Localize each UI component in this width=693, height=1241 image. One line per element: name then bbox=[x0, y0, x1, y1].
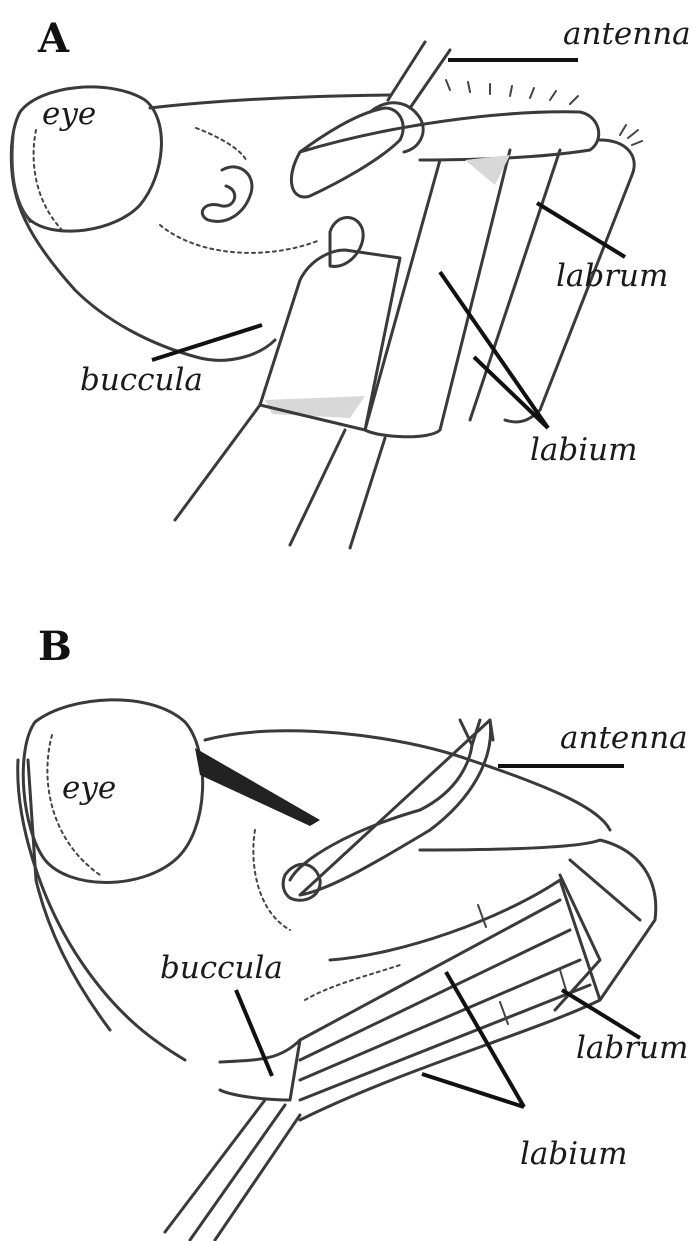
panel-b-labium-ticks bbox=[478, 905, 566, 1024]
panel-b-labium-line-2 bbox=[300, 930, 570, 1060]
panel-a-shade-2 bbox=[265, 396, 365, 418]
panel-a-antennal-socket bbox=[202, 167, 252, 221]
panel-b-label-antenna: antenna bbox=[560, 720, 688, 756]
panel-b: B bbox=[18, 623, 689, 1240]
panel-a-label-eye: eye bbox=[42, 96, 96, 132]
panel-b-label-buccula: buccula bbox=[160, 950, 283, 986]
panel-a-drawing bbox=[11, 42, 642, 548]
panel-a-rostrum-top bbox=[300, 112, 599, 160]
panel-a-neck-left bbox=[175, 405, 260, 520]
panel-a-leader-buccula bbox=[152, 325, 262, 360]
panel-b-antenna bbox=[290, 720, 491, 895]
panel-a-antenna-base bbox=[291, 108, 403, 197]
panel-a-antenna-pedicel bbox=[388, 42, 450, 108]
panel-b-labium-line-1 bbox=[300, 900, 560, 1040]
panel-b-neck-2 bbox=[190, 1105, 285, 1240]
panel-a-leader-labium-1 bbox=[440, 272, 548, 428]
panel-b-leader-buccula bbox=[236, 990, 272, 1076]
panel-a-eye-dotted bbox=[34, 130, 62, 230]
panel-b-letter: B bbox=[38, 623, 72, 670]
panel-b-label-labrum: labrum bbox=[576, 1030, 688, 1066]
panel-a-letter: A bbox=[37, 15, 70, 62]
panel-a: A bbox=[11, 15, 690, 548]
panel-b-neck-3 bbox=[215, 1115, 300, 1240]
panel-b-eye-stripe bbox=[195, 748, 320, 826]
panel-b-labrum-segments bbox=[555, 860, 640, 1010]
panel-a-socket-dots bbox=[196, 128, 246, 160]
panel-a-buccula bbox=[330, 217, 363, 266]
panel-a-buccula-dots bbox=[160, 225, 320, 253]
panel-a-label-buccula: buccula bbox=[80, 362, 203, 398]
panel-a-head-outline bbox=[12, 150, 275, 360]
panel-a-leader-labium-2 bbox=[474, 357, 548, 428]
panel-a-label-labium: labium bbox=[530, 432, 638, 468]
panel-a-neck-mid bbox=[290, 430, 345, 545]
panel-b-neck-1 bbox=[165, 1100, 265, 1232]
panel-a-eye-rim bbox=[13, 130, 30, 222]
panel-b-label-labium: labium bbox=[520, 1136, 628, 1172]
panel-a-head-dorsal bbox=[150, 95, 390, 108]
panel-a-labium-1 bbox=[365, 150, 510, 437]
panel-a-label-antenna: antenna bbox=[563, 16, 691, 52]
panel-a-label-labrum: labrum bbox=[556, 258, 668, 294]
panel-b-label-eye: eye bbox=[62, 770, 116, 806]
panel-b-rostrum-top bbox=[420, 840, 656, 1000]
panel-a-neck-right bbox=[350, 438, 385, 548]
